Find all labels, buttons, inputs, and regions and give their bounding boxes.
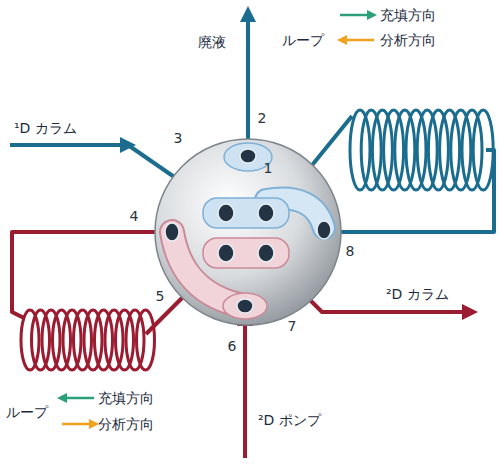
pump-2d-line (243, 318, 247, 458)
port-number: 7 (288, 318, 297, 334)
port-number: 1 (264, 160, 273, 176)
loop-coil (350, 110, 493, 190)
port-number: 4 (130, 208, 139, 224)
loop-label: ループ (282, 32, 324, 48)
pump-2d-label: ²D ポンプ (258, 412, 321, 428)
column-1d-line (10, 143, 128, 147)
legend-text: 分析方向 (380, 32, 436, 48)
port-number: 8 (346, 243, 355, 259)
legend-text: 充填方向 (98, 390, 154, 406)
column-1d-label: ¹D カラム (14, 120, 77, 136)
port-holes (165, 149, 331, 313)
valve-body (155, 139, 341, 325)
tubing (10, 14, 494, 458)
legend-arrows (62, 15, 374, 424)
port-number: 5 (156, 288, 165, 304)
column-2d-label: ²D カラム (386, 286, 449, 302)
fill-direction-arrow (340, 14, 372, 17)
analysis-direction-arrow (342, 39, 374, 42)
port-number: 2 (258, 110, 267, 126)
valve-grooves (172, 143, 324, 319)
waste-line (246, 14, 250, 152)
legend-text: 充填方向 (380, 7, 436, 23)
analysis-direction-arrow (62, 423, 94, 426)
fill-direction-arrow (62, 397, 94, 400)
port-number: 6 (228, 338, 237, 354)
loop-coil (21, 310, 155, 370)
waste-label: 廃液 (198, 34, 226, 50)
port-number: 3 (174, 130, 183, 146)
legend-text: 分析方向 (98, 416, 154, 432)
loop-label: ループ (6, 404, 48, 420)
loop-2-line (12, 232, 172, 318)
